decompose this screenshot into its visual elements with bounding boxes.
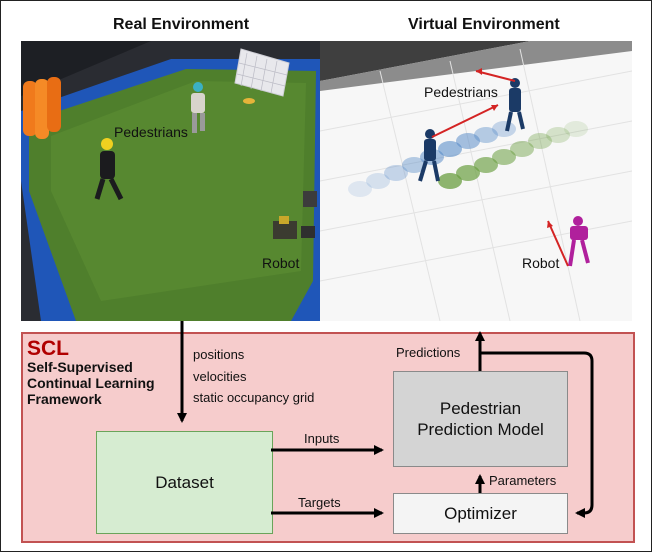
scl-acronym: SCL (27, 337, 69, 360)
dataset-box-label: Dataset (155, 472, 214, 492)
real-arena-illustration (21, 41, 320, 321)
data-label-velocities: velocities (193, 369, 247, 384)
edge-label-inputs: Inputs (304, 431, 340, 446)
virtual-environment-render (320, 41, 632, 321)
prediction-model-line: Pedestrian (439, 399, 522, 418)
edge-label-parameters: Parameters (489, 473, 557, 488)
framework-name-line: Continual Learning (27, 375, 155, 391)
real-pedestrians-label: Pedestrians (114, 124, 188, 140)
real-environment-header: Real Environment (113, 16, 250, 33)
virtual-robot-label: Robot (522, 255, 560, 271)
edge-label-predictions: Predictions (396, 345, 461, 360)
prediction-model-box: Pedestrian Prediction Model (393, 371, 568, 467)
virtual-environment-header: Virtual Environment (408, 16, 560, 33)
framework-name: Self-Supervised Continual Learning Frame… (27, 359, 155, 407)
prediction-model-line: Prediction Model (417, 420, 544, 439)
optimizer-box: Optimizer (393, 493, 568, 534)
arrow-predictions-to-optimizer (480, 351, 594, 518)
edge-label-targets: Targets (298, 495, 341, 510)
virtual-scene-illustration (320, 41, 632, 321)
framework-name-line: Framework (27, 391, 102, 407)
optimizer-box-label: Optimizer (444, 503, 517, 523)
real-robot-label: Robot (262, 255, 300, 271)
virtual-pedestrians-label: Pedestrians (424, 84, 498, 100)
data-label-positions: positions (193, 347, 245, 362)
data-label-occupancy-grid: static occupancy grid (193, 390, 315, 405)
real-environment-photo (21, 41, 320, 321)
dataset-box: Dataset (96, 431, 273, 534)
framework-name-line: Self-Supervised (27, 359, 133, 375)
